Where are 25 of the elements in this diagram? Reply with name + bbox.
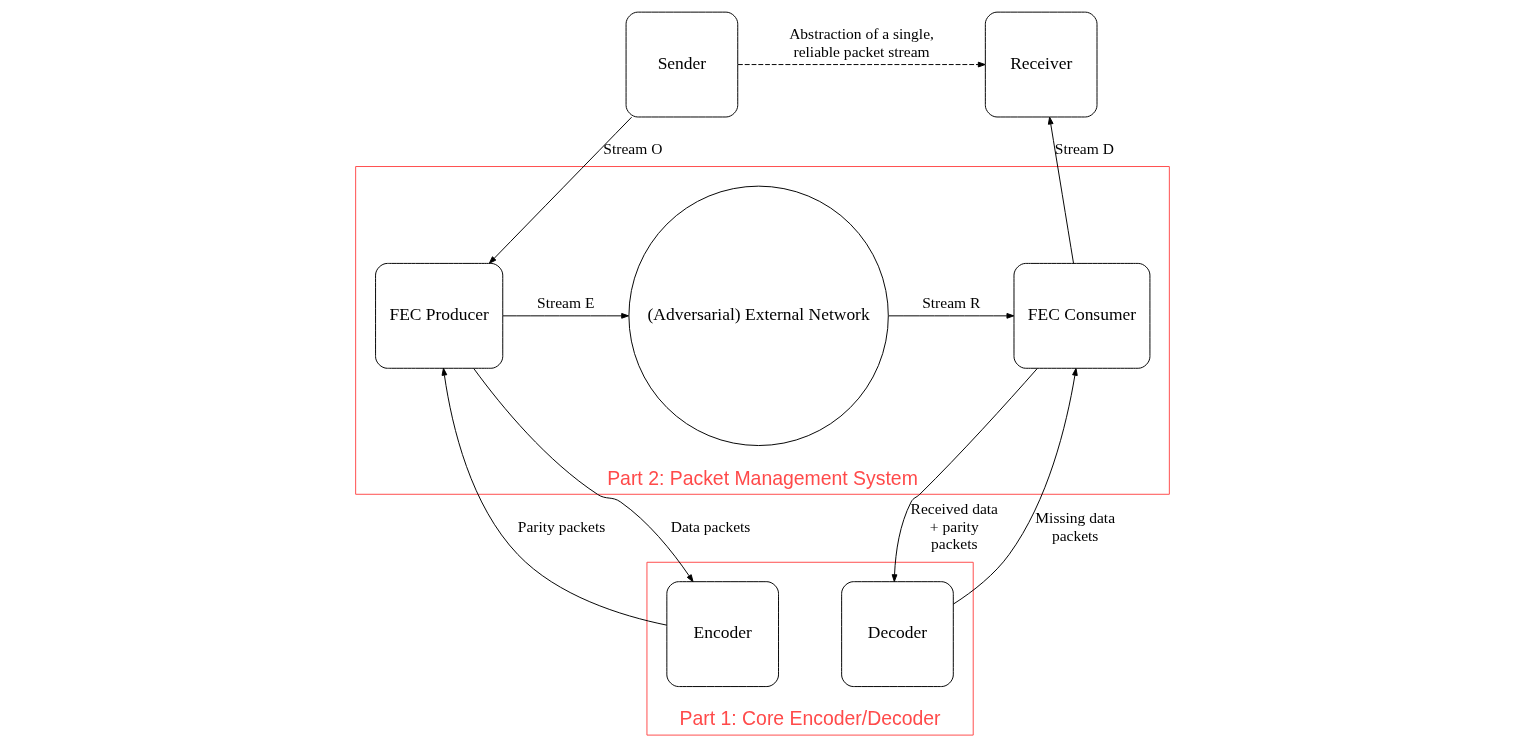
edge-label: Abstraction of a single, reliable packet stream [788, 25, 934, 60]
node-box: FEC Producer [374, 262, 503, 369]
edge-label: Stream R [921, 293, 980, 311]
arrow [737, 61, 986, 68]
arrow [502, 313, 629, 319]
node-box: Encoder [665, 581, 779, 688]
arrow [441, 367, 667, 626]
node-box: Receiver [984, 11, 1097, 118]
arrow [891, 368, 1038, 582]
edge-label: Data packets [670, 517, 750, 535]
arrow [488, 116, 632, 264]
node-circle: (Adversarial) External Network [627, 185, 889, 447]
node-box: Sender [625, 11, 738, 118]
edge-label: Stream O [602, 139, 662, 157]
arrow [952, 367, 1078, 605]
node-box: FEC Consumer [1013, 262, 1150, 369]
edge-label: Stream E [536, 293, 594, 311]
edge-label: Parity packets [517, 517, 605, 535]
edge-label: Stream D [1054, 139, 1114, 157]
arrow [887, 313, 1014, 319]
edge-label: Missing data packets [1034, 509, 1115, 544]
arrow [1047, 116, 1074, 264]
edge-label: Received data + parity packets [910, 500, 998, 553]
arrow [472, 368, 693, 583]
node-box: Decoder [840, 581, 954, 688]
